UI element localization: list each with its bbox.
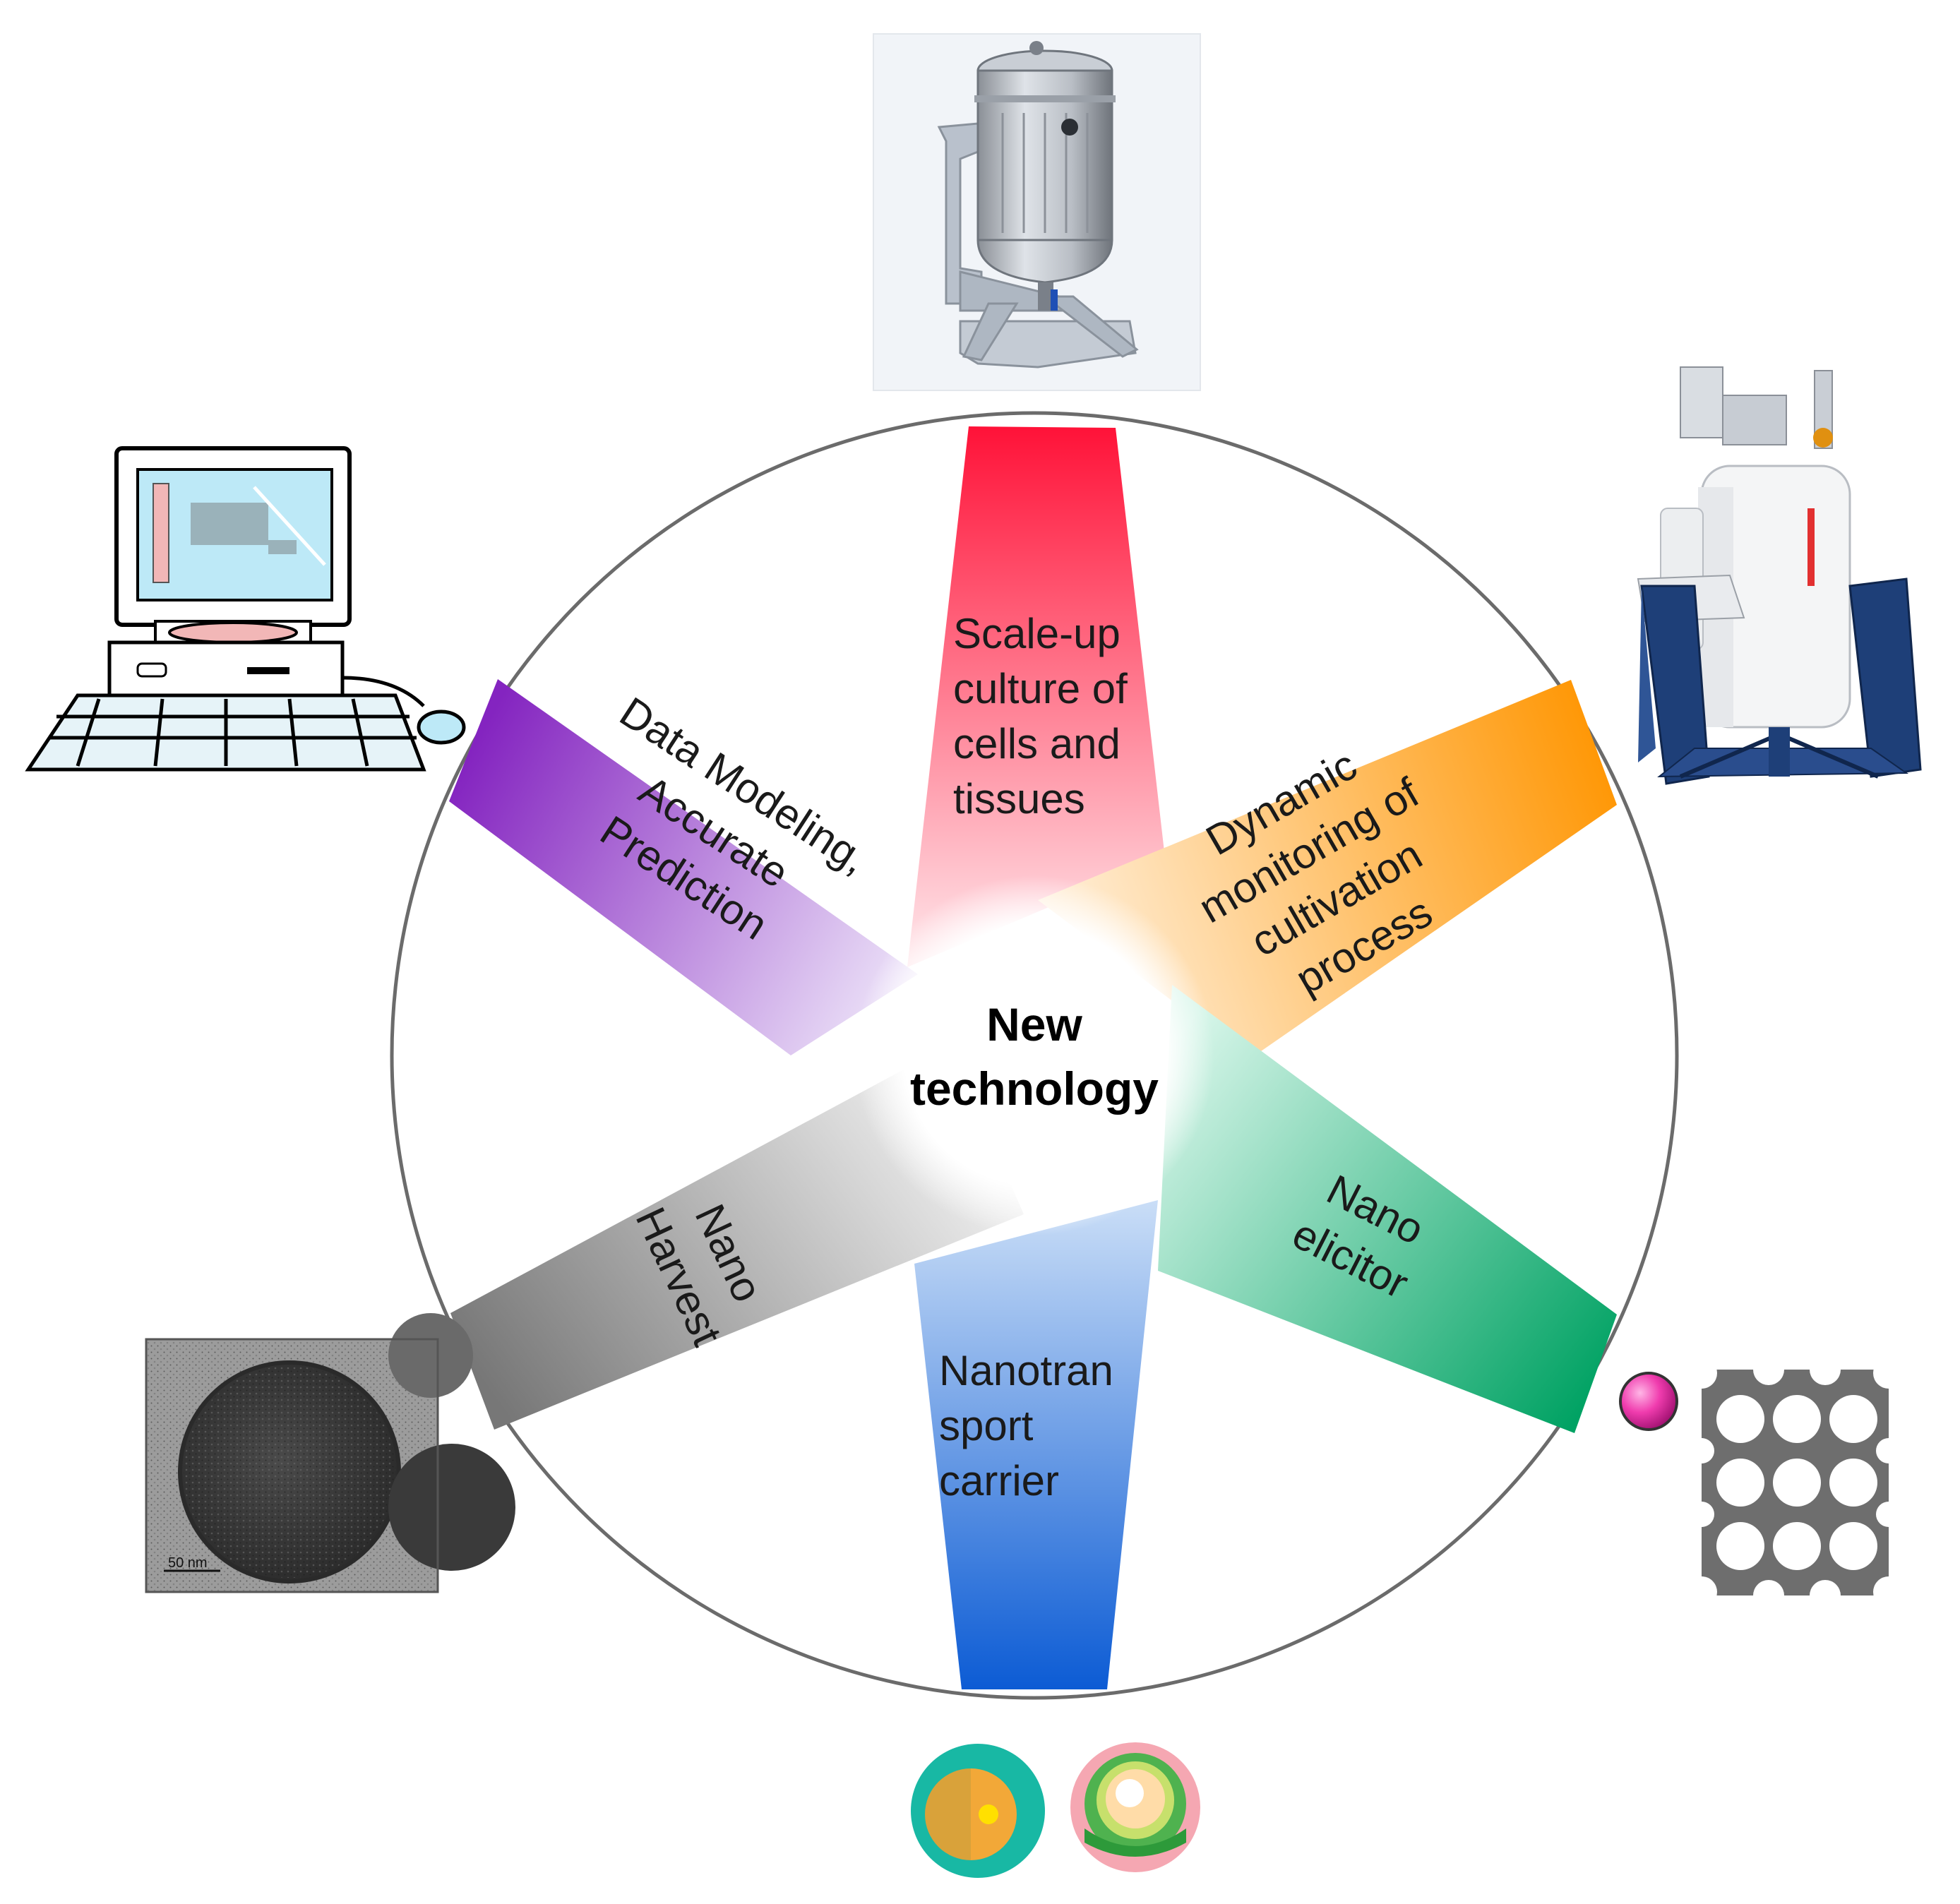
nmr-spectrometer-icon — [1637, 366, 1922, 785]
blade-scale-up — [907, 426, 1165, 967]
label-transport-line1: Nanotran — [939, 1347, 1113, 1394]
label-harvest: Nano Harvest — [626, 1197, 771, 1353]
label-transport-line2: sport — [939, 1402, 1034, 1449]
label-scale-up-line4: tissues — [953, 775, 1085, 822]
center-label-line1: New — [986, 998, 1082, 1050]
tem-micrograph: 50 nm — [145, 1313, 515, 1593]
label-scale-up-line1: Scale-up — [953, 610, 1121, 657]
porous-nanoparticle-icon — [1619, 1354, 1904, 1611]
center-hub — [854, 875, 1214, 1235]
label-transport-line3: carrier — [939, 1457, 1059, 1504]
tem-scale-label: 50 nm — [168, 1555, 208, 1571]
label-scale-up-line3: cells and — [953, 720, 1121, 767]
blade-elicitor — [1158, 985, 1617, 1433]
bioreactor-icon — [873, 33, 1201, 391]
label-scale-up-line2: culture of — [953, 665, 1128, 712]
blade-modeling — [449, 679, 918, 1055]
core-shell-nanoparticle-icon — [911, 1742, 1200, 1878]
computer-icon — [25, 446, 466, 772]
label-transport: Nanotran sport carrier — [939, 1347, 1113, 1504]
label-scale-up: Scale-up culture of cells and tissues — [953, 610, 1128, 822]
center-label-line2: technology — [910, 1062, 1159, 1115]
blade-transport — [914, 1200, 1158, 1689]
